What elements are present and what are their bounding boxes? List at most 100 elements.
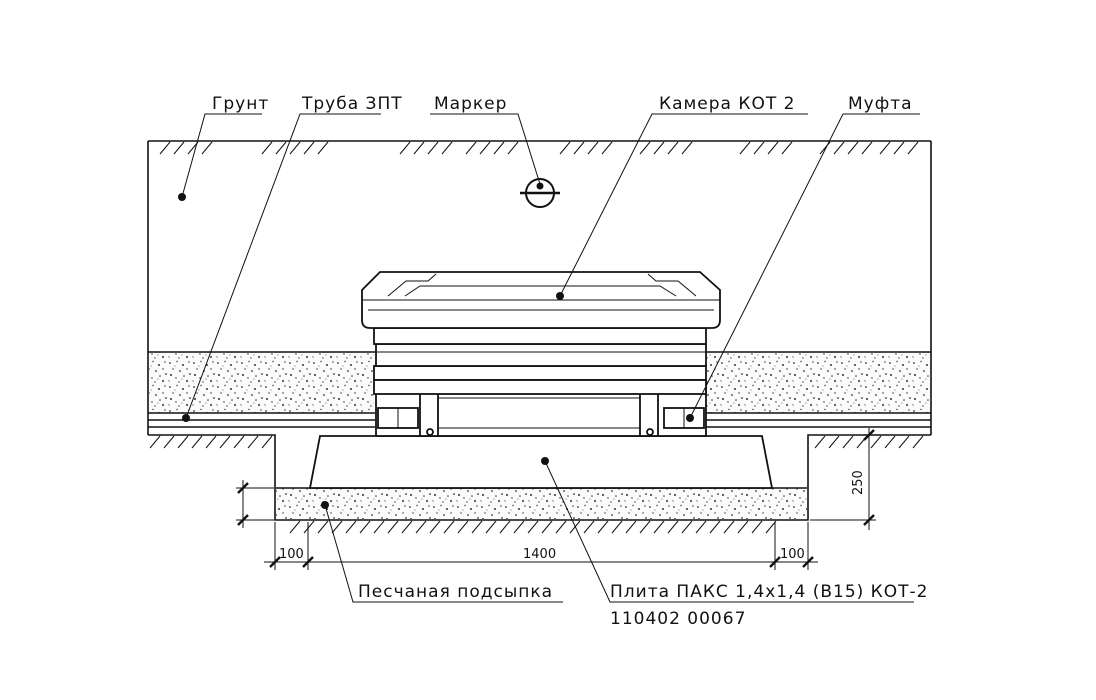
label-code: 110402 00067: [610, 609, 746, 629]
hatch-stroke: [331, 520, 343, 534]
hatch-stroke: [601, 141, 613, 155]
hatch-stroke: [709, 520, 721, 534]
dim-right: 100: [780, 547, 805, 562]
hatch-stroke: [695, 520, 707, 534]
hatch-stroke: [667, 520, 679, 534]
hatch-stroke: [471, 520, 483, 534]
chamber-lid: [361, 271, 721, 329]
dim-depth: 250: [851, 470, 866, 495]
hatch-stroke: [907, 141, 919, 155]
hatch-stroke: [191, 435, 203, 449]
label-marker: Маркер: [434, 94, 507, 114]
hatch-stroke: [842, 435, 854, 449]
leader-dots: [178, 182, 694, 509]
hatch-stroke: [261, 141, 273, 155]
hatch-stroke: [441, 141, 453, 155]
hatch-stroke: [465, 141, 477, 155]
hatch-stroke: [429, 520, 441, 534]
hatch-stroke: [345, 520, 357, 534]
hatch-stroke: [359, 520, 371, 534]
hatch-stroke: [611, 520, 623, 534]
hatch-stroke: [303, 520, 315, 534]
label-soil: Грунт: [212, 94, 269, 114]
hatch-stroke: [317, 520, 329, 534]
hatch-stroke: [163, 435, 175, 449]
hatch-stroke: [401, 520, 413, 534]
pipe-coupling: [377, 407, 705, 429]
label-slab: Плита ПАКС 1,4х1,4 (В15) КОТ-2: [610, 582, 928, 602]
hatch-stroke: [828, 435, 840, 449]
hatch-stroke: [427, 141, 439, 155]
hatch-stroke: [625, 520, 637, 534]
label-pipe: Труба ЗПТ: [301, 94, 403, 114]
hatch-stroke: [898, 435, 910, 449]
hatch-stroke: [767, 141, 779, 155]
hatch-stroke: [205, 435, 217, 449]
hatch-stroke: [289, 141, 301, 155]
hatch-stroke: [387, 520, 399, 534]
hatch-stroke: [493, 141, 505, 155]
hatch-stroke: [639, 520, 651, 534]
hatch-stroke: [499, 520, 511, 534]
sand-bedding: [276, 487, 807, 519]
hatch-stroke: [893, 141, 905, 155]
hatch-stroke: [753, 141, 765, 155]
hatch-stroke: [765, 520, 777, 534]
hatch-stroke: [149, 435, 161, 449]
hatch-stroke: [884, 435, 896, 449]
leader-lines: [181, 113, 920, 603]
hatch-stroke: [173, 141, 185, 155]
hatch-stroke: [751, 520, 763, 534]
hatch-stroke: [723, 520, 735, 534]
dim-left: 100: [279, 547, 304, 562]
hatch-stroke: [667, 141, 679, 155]
hatch-stroke: [847, 141, 859, 155]
hatch-stroke: [737, 520, 749, 534]
hatch-stroke: [177, 435, 189, 449]
hatch-stroke: [833, 141, 845, 155]
hatch-stroke: [261, 435, 273, 449]
hatch-stroke: [583, 520, 595, 534]
hatch-stroke: [653, 141, 665, 155]
hatch-stroke: [413, 141, 425, 155]
hatch-stroke: [415, 520, 427, 534]
hatch-stroke: [219, 435, 231, 449]
hatch-stroke: [159, 141, 171, 155]
hatch-stroke: [639, 141, 651, 155]
hatch-stroke: [233, 435, 245, 449]
hatch-stroke: [861, 141, 873, 155]
dimension-lines: [236, 428, 876, 570]
hatch-stroke: [587, 141, 599, 155]
hatch-stroke: [653, 520, 665, 534]
label-coupling: Муфта: [848, 94, 913, 114]
hatch-stroke: [443, 520, 455, 534]
chamber-base: [375, 385, 707, 437]
hatch-stroke: [275, 141, 287, 155]
hatch-stroke: [555, 520, 567, 534]
hatch-stroke: [373, 520, 385, 534]
marker-symbol: [520, 178, 560, 208]
chamber-body: [373, 327, 707, 395]
hatch-stroke: [573, 141, 585, 155]
dim-center: 1400: [523, 547, 556, 562]
hatch-stroke: [289, 520, 301, 534]
hatch-stroke: [879, 141, 891, 155]
sand-backfill-layer: [148, 351, 931, 414]
hatch-stroke: [485, 520, 497, 534]
hatch-stroke: [399, 141, 411, 155]
hatch-stroke: [681, 520, 693, 534]
hatch-stroke: [479, 141, 491, 155]
hatch-stroke: [597, 520, 609, 534]
hatch-stroke: [303, 141, 315, 155]
hatch-stroke: [201, 141, 213, 155]
hatch-stroke: [247, 435, 259, 449]
hatch-stroke: [681, 141, 693, 155]
ground-surface: [147, 140, 932, 435]
hatch-stroke: [781, 141, 793, 155]
hatch-stroke: [317, 141, 329, 155]
hatch-stroke: [912, 435, 924, 449]
label-chamber: Камера КОТ 2: [659, 94, 795, 114]
hatch-stroke: [527, 520, 539, 534]
hatch-stroke: [457, 520, 469, 534]
